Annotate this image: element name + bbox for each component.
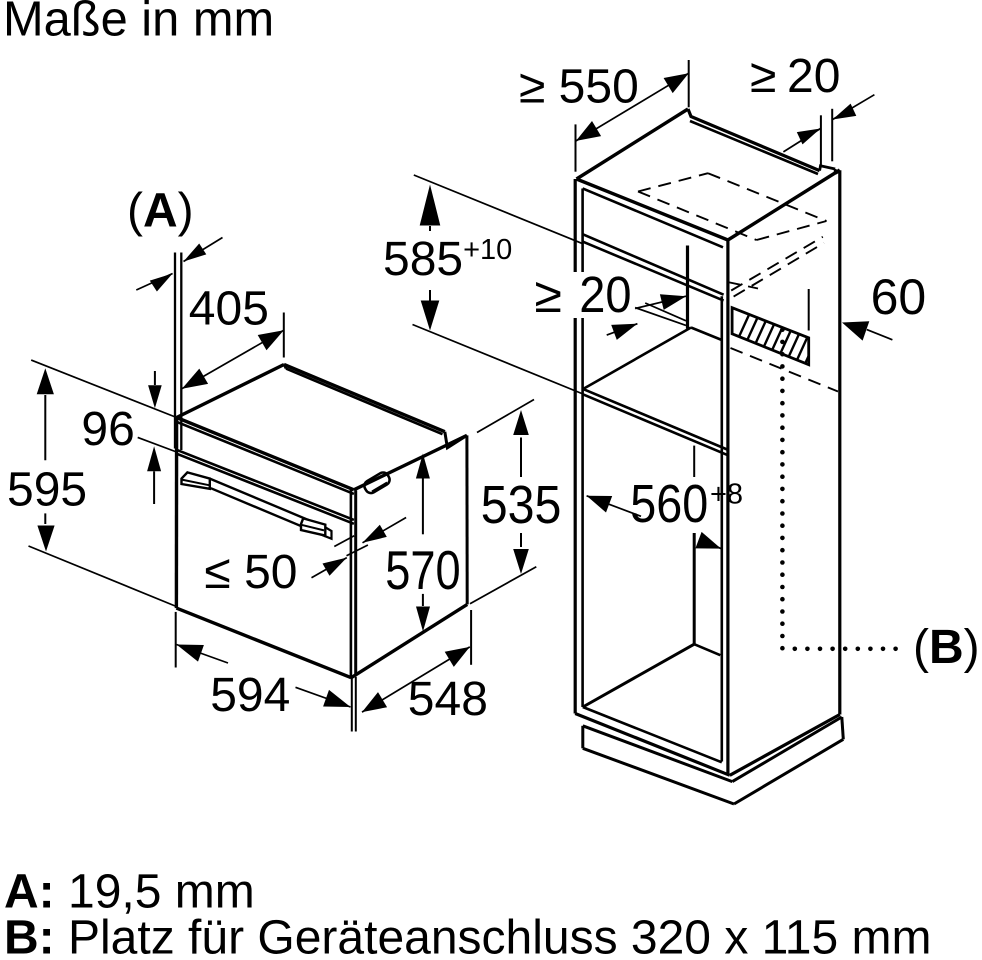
svg-text:≤ 50: ≤ 50	[204, 546, 297, 599]
svg-text:535: 535	[481, 475, 562, 535]
svg-text:A: 19,5 mm: A: 19,5 mm	[4, 866, 255, 919]
svg-text:96: 96	[81, 403, 134, 456]
svg-text:560: 560	[630, 474, 708, 534]
svg-text:(A): (A)	[127, 185, 194, 238]
svg-text:60: 60	[871, 269, 927, 325]
svg-text:+8: +8	[710, 478, 743, 510]
svg-text:≥: ≥	[535, 267, 562, 323]
svg-text:20: 20	[579, 266, 631, 323]
svg-text:≥ 550: ≥ 550	[519, 61, 639, 114]
svg-text:570: 570	[385, 540, 460, 601]
svg-text:Maße in mm: Maße in mm	[3, 0, 274, 46]
svg-text:405: 405	[189, 282, 269, 335]
svg-text:594: 594	[210, 669, 290, 722]
svg-text:B: Platz für Geräteanschluss 3: B: Platz für Geräteanschluss 320 x 115 m…	[4, 912, 932, 960]
svg-text:≥: ≥	[750, 50, 776, 103]
svg-text:548: 548	[408, 673, 488, 726]
svg-text:20: 20	[787, 50, 840, 103]
svg-text:595: 595	[7, 464, 87, 517]
svg-text:(B): (B)	[913, 621, 980, 674]
